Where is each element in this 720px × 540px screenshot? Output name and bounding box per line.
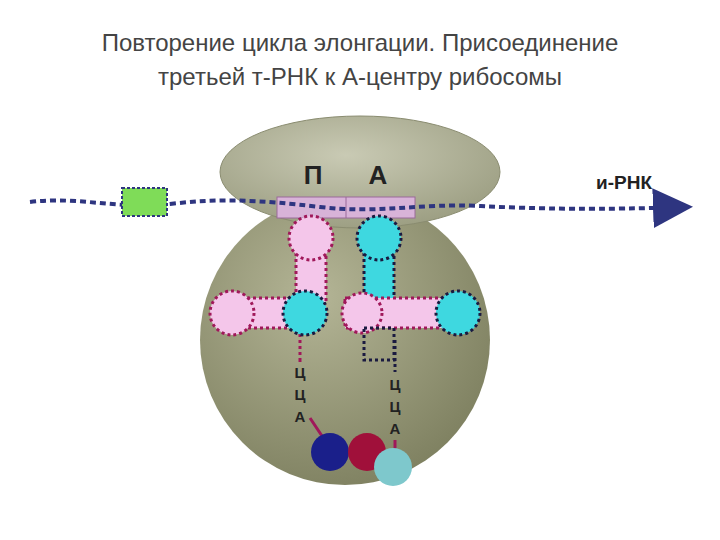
- site-divider: [346, 197, 347, 218]
- slide-title: Повторение цикла элонгации. Присоединени…: [60, 26, 660, 94]
- amino-acid: [311, 433, 349, 471]
- cca-label: Ц Ц А: [293, 362, 308, 427]
- amino-acid: [374, 448, 412, 486]
- trna-p: [210, 216, 333, 360]
- mrna-label: и-РНК: [596, 172, 652, 194]
- trna-a: [283, 216, 480, 372]
- bond-line: [310, 418, 322, 436]
- site-label: А: [369, 160, 388, 191]
- large-subunit: [200, 195, 490, 485]
- acceptor-end: [299, 360, 302, 362]
- cca-label: Ц Ц А: [388, 374, 403, 439]
- site-label: П: [304, 160, 323, 191]
- codon-block: [122, 188, 167, 216]
